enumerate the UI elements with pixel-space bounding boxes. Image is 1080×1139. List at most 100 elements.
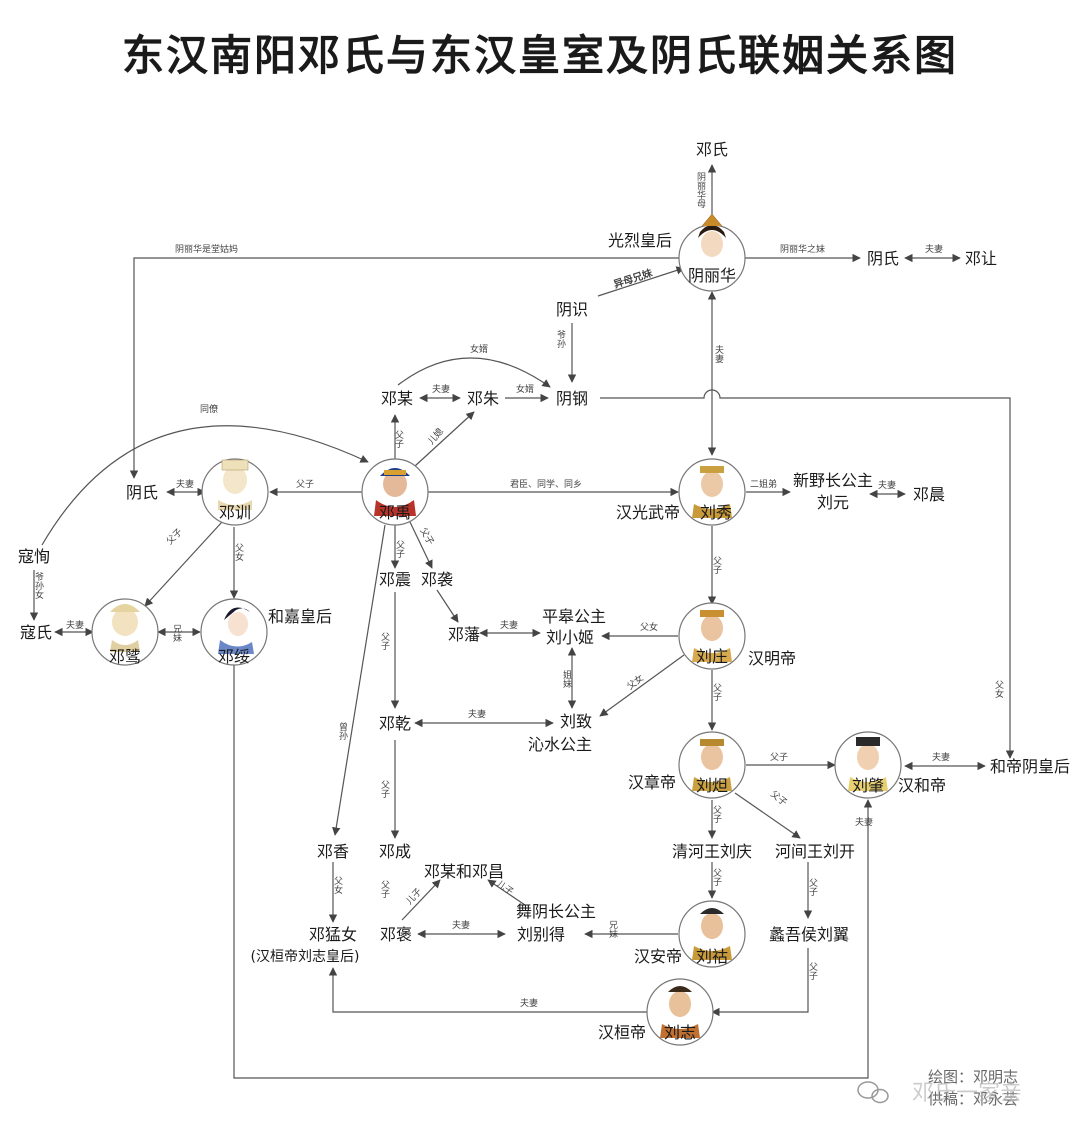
- edge-label: 父子: [807, 878, 818, 896]
- edge-label: 夫妻: [855, 816, 873, 828]
- edge-label: 父女: [332, 876, 343, 895]
- node-dengbao: 邓褒: [380, 925, 412, 944]
- edge-dengyu-dengxiang: [332, 524, 386, 836]
- portrait-liuzhuang: [678, 602, 746, 670]
- portrait-dengsui: [200, 598, 268, 666]
- node-dengsui: 邓绥: [218, 647, 250, 666]
- edge-label: 父女: [640, 621, 658, 633]
- node-dengxun: 邓训: [219, 503, 251, 522]
- edge-label: 夫妻: [932, 751, 950, 763]
- edge-label: 同僚: [200, 403, 218, 415]
- portrait-liuzhi2: [646, 978, 714, 1046]
- node-koutong: 寇恂: [18, 547, 50, 566]
- portrait-dengxun: [201, 458, 269, 526]
- node-dengzhen: 邓震: [379, 570, 411, 589]
- node-dengrang: 邓让: [965, 249, 997, 268]
- edge-koutong-dengyu: [41, 425, 369, 546]
- edge-label: 父女: [233, 543, 244, 562]
- node-dengmeng: 邓猛女: [309, 925, 357, 944]
- node-liuhu: 刘祜: [696, 947, 728, 966]
- node-dengmouchang: 邓某和邓昌: [424, 862, 504, 881]
- portraits: [91, 213, 902, 1046]
- edge-dengyu-dengzhu: [414, 411, 475, 467]
- edge-label: 夫妻: [66, 619, 84, 631]
- node-yinshi-left: 阴氏: [126, 483, 158, 502]
- edge-label: 父子: [711, 683, 722, 701]
- credits: 绘图：邓明志 供稿：邓永芸 邓氏一家亲: [857, 1068, 1022, 1108]
- node-liuzhi2: 刘志: [664, 1023, 696, 1042]
- node-dengqian: 邓乾: [379, 714, 411, 733]
- edge-label: 阴丽华母: [695, 172, 706, 209]
- edge-label: 父子: [711, 805, 722, 823]
- node-hanan: 汉安帝: [634, 947, 682, 966]
- edge-label: 夫妻: [713, 344, 724, 364]
- node-dengmeng-note: (汉桓帝刘志皇后): [251, 949, 360, 965]
- edge-label: 父子: [379, 780, 390, 798]
- node-koushi: 寇氏: [20, 623, 52, 642]
- edge-label: 父子: [379, 632, 390, 650]
- node-dengmou: 邓某: [381, 389, 413, 408]
- edge-label: 儿媳: [425, 425, 446, 447]
- portrait-dengyu: [361, 458, 429, 526]
- node-hejian: 河间王刘开: [775, 842, 855, 861]
- node-dengfan: 邓藩: [448, 625, 480, 644]
- edge-label: 父子: [379, 880, 390, 898]
- edge-yinlihua-yinshi-left: [129, 257, 680, 479]
- edge-label: 二姐弟: [750, 478, 777, 490]
- diagram-title: 东汉南阳邓氏与东汉皇室及阴氏联姻关系图: [121, 31, 958, 80]
- edge-dengbao-dengmouchang: [401, 879, 441, 921]
- edge-label: 女婿: [470, 343, 488, 355]
- edge-label: 父女: [624, 672, 646, 693]
- portrait-liuhu: [678, 900, 746, 968]
- portrait-liuda: [678, 731, 746, 799]
- edge-label: 曾孙: [337, 721, 348, 740]
- credit-provided: 供稿：邓永芸: [928, 1090, 1018, 1108]
- edge-label: 父子: [770, 752, 788, 763]
- edge-label: 夫妻: [468, 708, 486, 720]
- edge-label: 女婿: [516, 383, 534, 395]
- node-dengxiang: 邓香: [317, 842, 349, 861]
- node-liuxiaoji: 刘小姬: [546, 628, 594, 647]
- edge-dengyu-dengxi: [409, 521, 433, 569]
- portrait-dengzhi: [91, 598, 159, 666]
- edge-label: 父子: [768, 789, 789, 809]
- edges: [29, 164, 1015, 1079]
- edge-liwu-liuzhi2: [711, 948, 809, 1017]
- edge-dengxun-dengzhi: [144, 521, 223, 607]
- edge-label: 儿子: [494, 878, 515, 897]
- edge-label: 父子: [394, 540, 405, 558]
- edge-label: 夫妻: [520, 997, 538, 1009]
- node-liuxiu: 刘秀: [700, 503, 732, 522]
- edge-label: 父子: [296, 479, 314, 490]
- node-heyin: 和帝阴皇后: [990, 757, 1070, 776]
- edge-label: 姐妹: [561, 669, 572, 689]
- edge-label: 君臣、同学、同乡: [510, 478, 582, 490]
- edge-dengsui-liuzhao: [233, 665, 873, 1079]
- node-yinlihua: 阴丽华: [688, 266, 736, 285]
- node-dengcheng: 邓成: [379, 842, 411, 861]
- node-xinye: 新野长公主: [793, 471, 873, 490]
- edge-label: 儿子: [404, 886, 424, 907]
- edge-label: 父女: [993, 680, 1004, 699]
- edge-liubiede-dengmouchang: [487, 879, 526, 906]
- wechat-icon: [857, 1081, 889, 1104]
- node-dengxi: 邓袭: [421, 570, 453, 589]
- edge-liuzhuang-liuzhi: [599, 654, 685, 717]
- edge-yingang-heyin: [600, 389, 1015, 759]
- node-wuyin: 舞阴长公主: [516, 902, 596, 921]
- node-liuzhuang: 刘庄: [696, 647, 728, 666]
- node-dengzhi: 邓骘: [109, 647, 141, 666]
- node-hanhuan: 汉桓帝: [598, 1023, 646, 1042]
- edge-label: 阴丽华是堂姑妈: [175, 243, 238, 255]
- edge-label: 父子: [164, 527, 185, 548]
- edge-label: 夫妻: [452, 919, 470, 931]
- node-hexi: 和嘉皇后: [268, 607, 332, 626]
- node-hanzhang: 汉章帝: [628, 773, 676, 792]
- edge-label: 夫妻: [176, 478, 194, 490]
- node-yinshi2: 阴识: [556, 300, 588, 319]
- edge-liuzhi2-dengmeng: [328, 967, 648, 1013]
- node-hanming: 汉明帝: [748, 649, 796, 668]
- edge-label: 阴丽华之妹: [780, 243, 825, 255]
- edge-yinshi2-yinlihua: [597, 266, 685, 297]
